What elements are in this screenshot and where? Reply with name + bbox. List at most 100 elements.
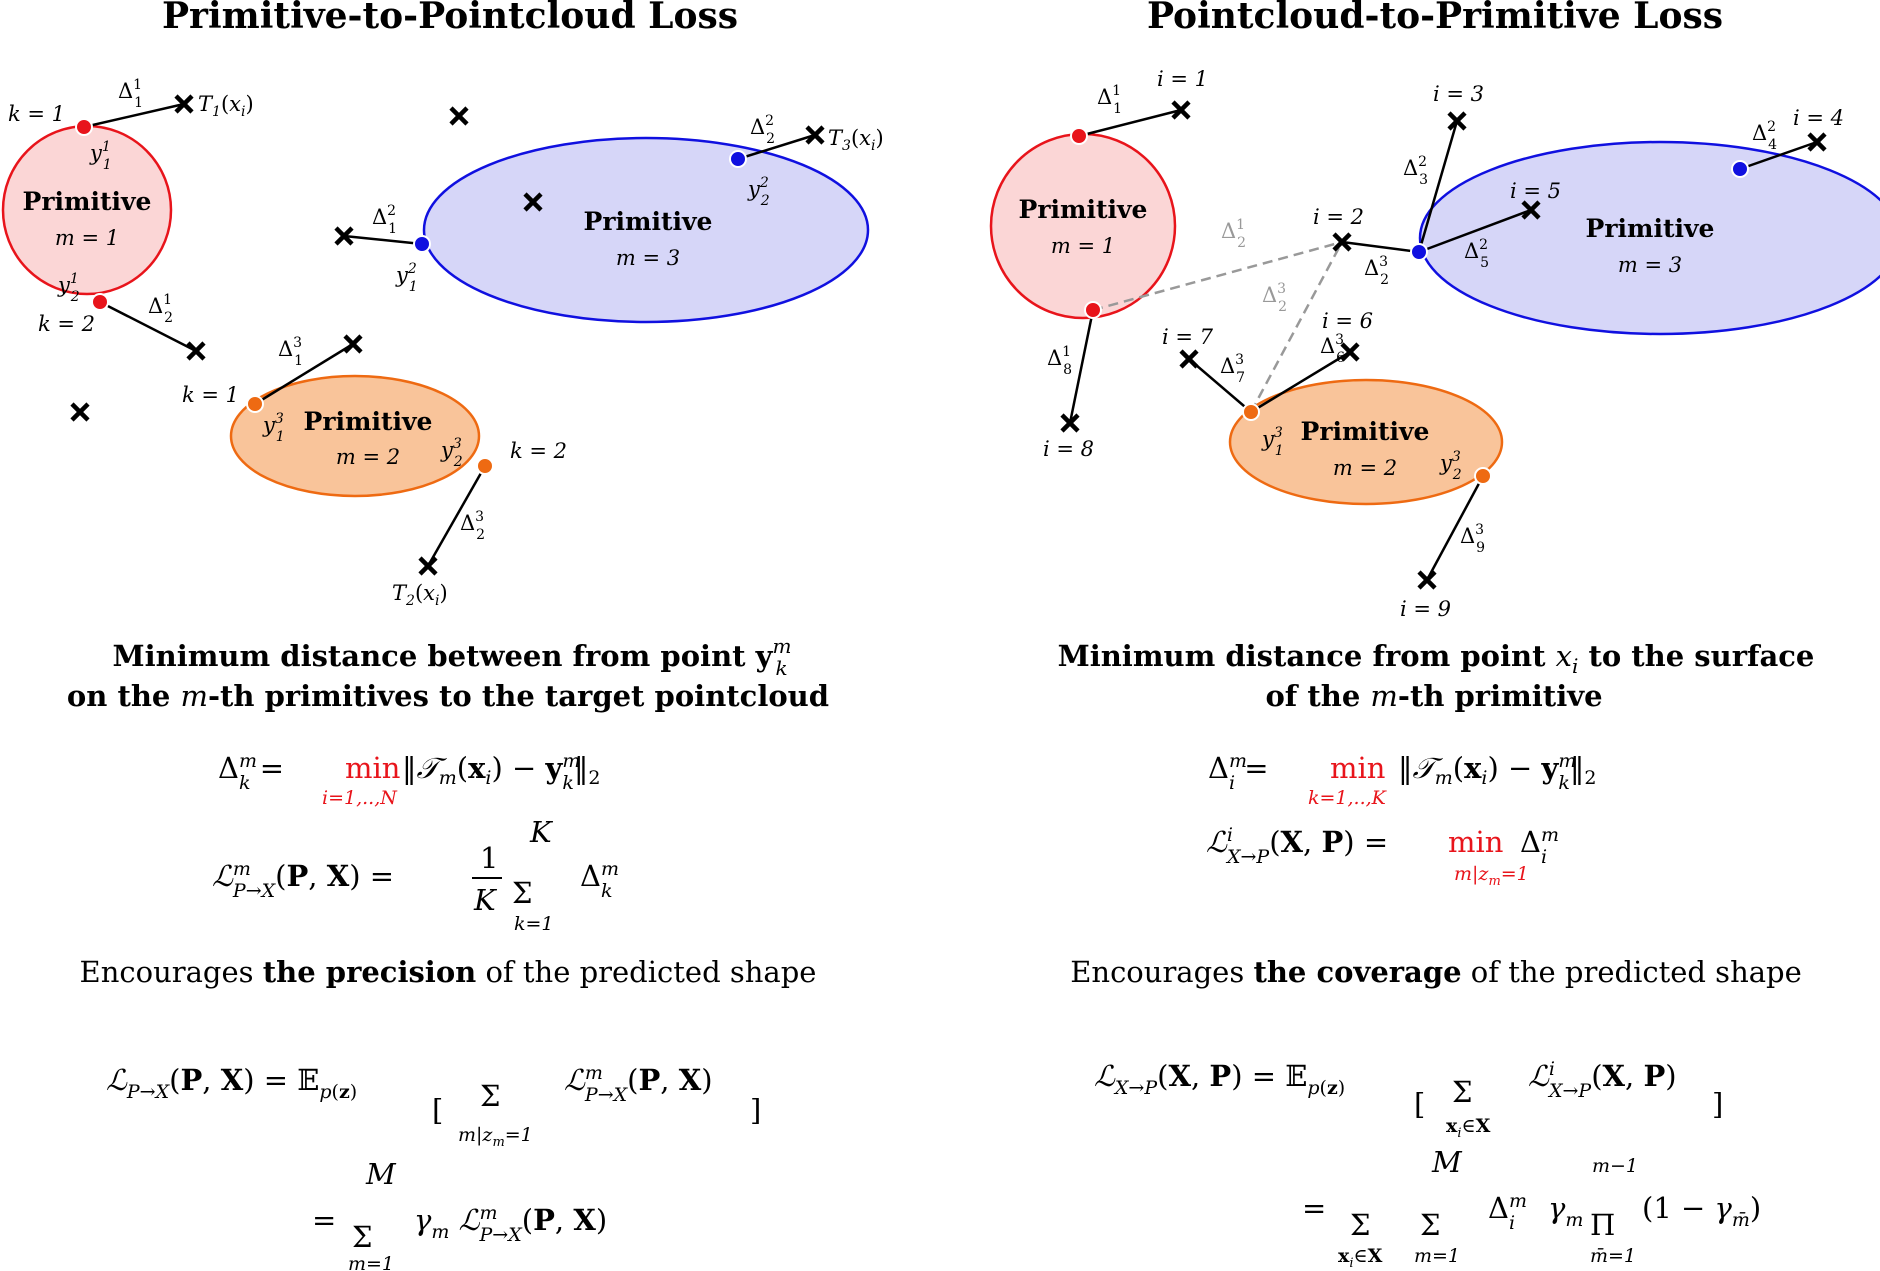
- left-surface-point-y2-2: [476, 457, 494, 475]
- right-i7-label: i = 7: [1162, 325, 1214, 349]
- svg-text:y32: y32: [440, 436, 463, 470]
- svg-text:Δ21: Δ21: [372, 203, 397, 237]
- svg-text:Δ11: Δ11: [1097, 83, 1122, 117]
- right-i4-label: i = 4: [1793, 106, 1844, 130]
- left-surface-point-y1-1: [75, 118, 93, 136]
- svg-text:m=1: m=1: [348, 1253, 394, 1271]
- svg-text:Δ18: Δ18: [1047, 344, 1072, 378]
- right-point-i4: [1809, 134, 1825, 150]
- right-primitive-1-index: m = 1: [1051, 234, 1115, 258]
- right-encourages: Encourages the coverage of the predicted…: [1070, 955, 1802, 989]
- right-i6-label: i = 6: [1322, 309, 1373, 333]
- svg-text:ℒmP→X(P, X) =: ℒmP→X(P, X) =: [212, 858, 394, 902]
- left-surface-point-y1-3: [413, 235, 431, 253]
- left-primitive-2-index: m = 2: [336, 445, 400, 469]
- svg-text:Σ: Σ: [512, 876, 533, 910]
- left-surface-point-y2-3: [729, 150, 747, 168]
- left-distance-segments: [83, 102, 816, 567]
- left-k1-label-b: k = 1: [182, 383, 239, 407]
- svg-text:Π: Π: [1590, 1208, 1615, 1242]
- svg-text:Δ31: Δ31: [278, 335, 303, 369]
- left-target-point-7: [807, 127, 823, 143]
- svg-text:]: ]: [1712, 1087, 1723, 1121]
- right-i3-label: i = 3: [1433, 82, 1484, 106]
- svg-text:y11: y11: [89, 139, 112, 173]
- svg-text:1: 1: [480, 841, 498, 875]
- svg-text:=: =: [312, 1203, 336, 1237]
- svg-text:y31: y31: [1261, 425, 1284, 459]
- svg-text:Δmi: Δmi: [1488, 1190, 1527, 1234]
- left-target-point-8: [345, 336, 361, 352]
- svg-text:γm ℒmP→X(P, X): γm ℒmP→X(P, X): [414, 1202, 607, 1246]
- right-title: Pointcloud-to-Primitive Loss: [1147, 0, 1723, 37]
- svg-text:k=1: k=1: [514, 913, 554, 935]
- svg-text:m=1: m=1: [1414, 1245, 1460, 1267]
- svg-text:m|zm=1: m|zm=1: [1454, 863, 1529, 889]
- svg-text:=: =: [1302, 1191, 1326, 1225]
- right-i9-label: i = 9: [1400, 597, 1451, 621]
- svg-text:ℒiX→P(X, P) =: ℒiX→P(X, P) =: [1206, 824, 1388, 868]
- right-primitive-1-shape: [989, 132, 1177, 320]
- right-surface-point-blue-top: [1731, 160, 1749, 178]
- right-surface-point-orange-left: [1242, 403, 1260, 421]
- left-target-point-1: [176, 96, 192, 112]
- svg-text:ℒP→X(P, X) = 𝔼p(z): ℒP→X(P, X) = 𝔼p(z): [106, 1063, 357, 1103]
- svg-text:ℒmP→X(P, X): ℒmP→X(P, X): [564, 1062, 713, 1106]
- right-surface-point-red-top: [1070, 127, 1088, 145]
- right-primitive-3-label: Primitive: [1586, 214, 1715, 243]
- svg-text:Δ11: Δ11: [118, 77, 143, 111]
- right-i8-label: i = 8: [1043, 437, 1094, 461]
- right-point-i9: [1419, 572, 1435, 588]
- right-distance-segments: [1068, 108, 1818, 581]
- svg-text:xi∈X: xi∈X: [1446, 1115, 1491, 1141]
- right-primitive-2-label: Primitive: [1301, 417, 1430, 446]
- svg-text:y32: y32: [1439, 449, 1462, 483]
- svg-text:Δmi =: Δmi =: [1208, 750, 1269, 794]
- svg-text:m−1: m−1: [1592, 1155, 1638, 1177]
- right-primitive-2-shape: [1228, 378, 1504, 506]
- svg-text:Δ37: Δ37: [1220, 352, 1245, 386]
- svg-text:‖𝒯m(xi) − ymk‖2: ‖𝒯m(xi) − ymk‖2: [402, 750, 601, 794]
- svg-text:ℒiX→P(X, P): ℒiX→P(X, P): [1528, 1058, 1677, 1102]
- svg-text:T1(xi): T1(xi): [198, 92, 254, 120]
- svg-text:Δ12: Δ12: [1221, 217, 1246, 251]
- right-point-i7: [1181, 351, 1197, 367]
- right-surface-point-blue-left: [1410, 243, 1428, 261]
- svg-text:Δ32: Δ32: [1364, 254, 1389, 288]
- svg-text:K: K: [529, 815, 554, 849]
- left-primitive-3-label: Primitive: [584, 207, 713, 236]
- left-target-point-3: [72, 404, 88, 420]
- svg-text:Σ: Σ: [480, 1079, 501, 1113]
- left-primitive-3-shape: [422, 136, 870, 324]
- svg-text:m|zm=1: m|zm=1: [458, 1124, 533, 1150]
- left-target-point-9: [420, 558, 436, 574]
- right-i5-label: i = 5: [1510, 179, 1561, 203]
- svg-text:Δ36: Δ36: [1320, 332, 1345, 366]
- svg-text:ℒX→P(X, P) = 𝔼p(z): ℒX→P(X, P) = 𝔼p(z): [1094, 1059, 1345, 1099]
- svg-text:Δ39: Δ39: [1460, 522, 1485, 556]
- svg-text:Σ: Σ: [1350, 1208, 1371, 1242]
- left-title: Primitive-to-Pointcloud Loss: [162, 0, 738, 37]
- svg-text:T2(xi): T2(xi): [392, 581, 448, 609]
- left-primitive-2-label: Primitive: [304, 407, 433, 436]
- right-primitive-1-label: Primitive: [1019, 195, 1148, 224]
- svg-text:min: min: [345, 751, 400, 785]
- svg-text:T3(xi): T3(xi): [828, 126, 884, 154]
- right-point-i1: [1173, 102, 1189, 118]
- svg-text:Δmi: Δmi: [1520, 824, 1559, 868]
- left-heading-line2: on the m-th primitives to the target poi…: [67, 679, 829, 713]
- right-heading-line1: Minimum distance from point xi to the su…: [1058, 639, 1815, 678]
- svg-text:m̄=1: m̄=1: [1590, 1245, 1636, 1267]
- svg-text:Δmk =: Δmk =: [218, 750, 284, 794]
- right-primitive-2-index: m = 2: [1333, 456, 1397, 480]
- right-dashed-segments: [1092, 240, 1344, 413]
- svg-text:γm: γm: [1548, 1191, 1583, 1231]
- right-heading-line2: of the m-th primitive: [1265, 679, 1602, 713]
- svg-text:(1 − γm̄): (1 − γm̄): [1642, 1191, 1761, 1231]
- svg-text:y21: y21: [395, 261, 418, 295]
